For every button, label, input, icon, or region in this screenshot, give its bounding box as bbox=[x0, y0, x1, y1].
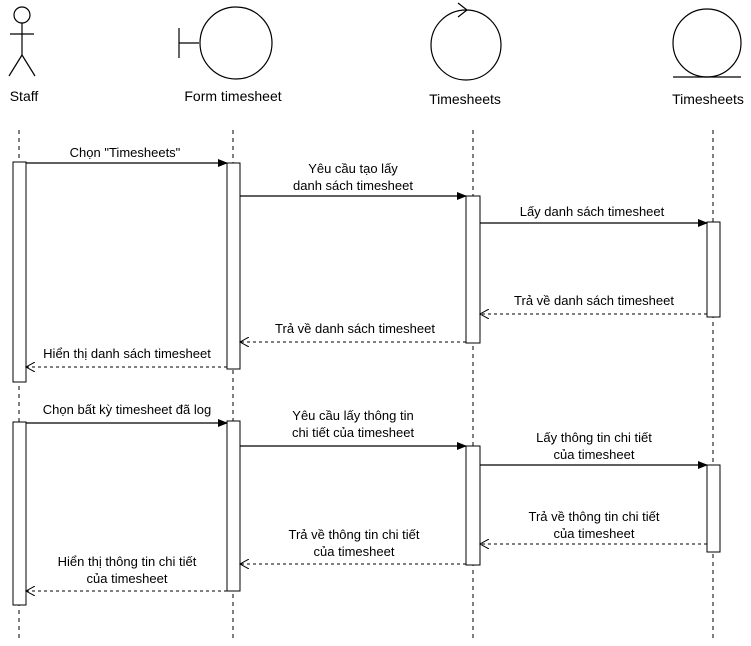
message-label-11a: Trả về thông tin chi tiết bbox=[288, 527, 419, 542]
participant-entity-label: Timesheets bbox=[672, 91, 744, 107]
message-label-2a: Yêu cầu tạo lấy bbox=[308, 161, 398, 176]
message-label-12a: Hiển thị thông tin chi tiết bbox=[58, 554, 197, 569]
message-label-4: Trả về danh sách timesheet bbox=[514, 293, 674, 308]
message-label-6: Hiển thị danh sách timesheet bbox=[43, 346, 211, 361]
message-label-7: Chọn bất kỳ timesheet đã log bbox=[43, 402, 211, 417]
message-label-8a: Yêu cầu lấy thông tin bbox=[292, 408, 413, 423]
message-label-3: Lấy danh sách timesheet bbox=[520, 204, 665, 219]
participant-form-label: Form timesheet bbox=[184, 88, 281, 104]
message-label-9a: Lấy thông tin chi tiết bbox=[536, 430, 652, 445]
message-label-10a: Trả về thông tin chi tiết bbox=[528, 509, 659, 524]
message-label-10b: của timesheet bbox=[554, 526, 635, 541]
staff-actor-icon bbox=[8, 6, 36, 77]
activation-form-1 bbox=[226, 162, 241, 370]
boundary-icon bbox=[178, 6, 273, 80]
message-label-12b: của timesheet bbox=[87, 571, 168, 586]
participant-staff-label: Staff bbox=[10, 88, 39, 104]
activation-control-1 bbox=[465, 195, 481, 344]
activation-staff-1 bbox=[12, 161, 27, 383]
message-label-9b: của timesheet bbox=[554, 447, 635, 462]
message-label-5: Trả về danh sách timesheet bbox=[275, 321, 435, 336]
activation-control-2 bbox=[465, 445, 481, 566]
activation-entity-1 bbox=[706, 221, 721, 318]
message-label-2b: danh sách timesheet bbox=[293, 178, 413, 193]
activation-staff-2 bbox=[12, 421, 27, 606]
control-icon bbox=[430, 2, 502, 81]
message-label-1: Chọn "Timesheets" bbox=[70, 145, 181, 160]
activation-entity-2 bbox=[706, 464, 721, 553]
message-label-8b: chi tiết của timesheet bbox=[292, 425, 415, 440]
message-label-11b: của timesheet bbox=[314, 544, 395, 559]
activation-form-2 bbox=[226, 420, 241, 592]
participant-control-label: Timesheets bbox=[429, 91, 501, 107]
entity-icon bbox=[672, 8, 742, 78]
